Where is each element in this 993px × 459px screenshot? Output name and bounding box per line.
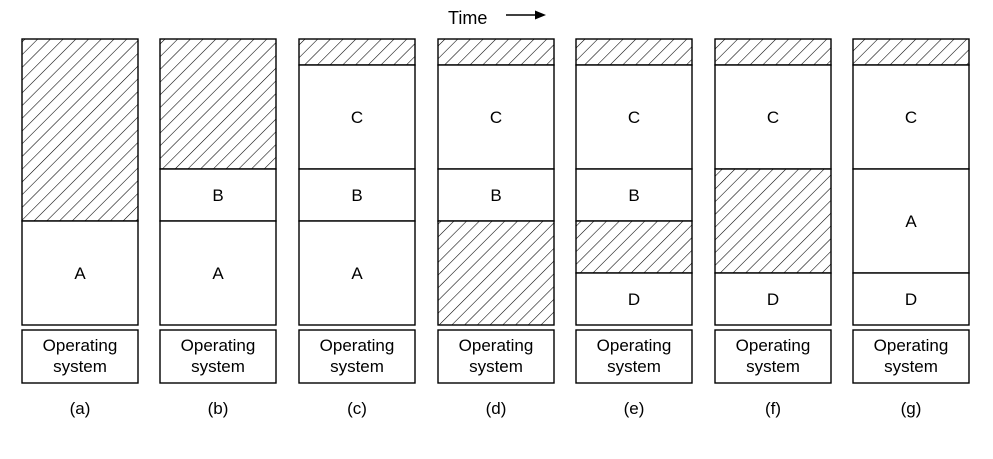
free-memory-hole — [575, 220, 693, 274]
os-label-line: system — [330, 357, 384, 376]
process-segment — [575, 272, 693, 326]
free-memory-hole — [852, 38, 970, 66]
free-memory-hole — [437, 220, 555, 326]
process-label: A — [351, 264, 363, 283]
arrow-right-icon — [506, 10, 546, 20]
process-segment — [437, 64, 555, 170]
column-caption: (d) — [486, 399, 507, 418]
process-segment — [298, 168, 416, 222]
process-label: B — [212, 186, 223, 205]
os-label-line: system — [884, 357, 938, 376]
process-segment — [575, 64, 693, 170]
os-label-line: Operating — [597, 336, 672, 355]
time-header: Time — [448, 8, 546, 28]
process-label: D — [905, 290, 917, 309]
memory-column-a: A Operating system (a) — [21, 38, 139, 418]
process-label: D — [628, 290, 640, 309]
free-memory-hole — [298, 38, 416, 66]
process-label: B — [490, 186, 501, 205]
os-label-line: system — [53, 357, 107, 376]
process-segment — [21, 220, 139, 326]
process-segment — [714, 272, 832, 326]
free-memory-hole — [714, 168, 832, 274]
memory-column-d: C B Operating system (d) — [437, 38, 555, 418]
column-caption: (a) — [70, 399, 91, 418]
process-label: B — [628, 186, 639, 205]
os-label-line: Operating — [320, 336, 395, 355]
time-label: Time — [448, 8, 487, 28]
process-label: A — [212, 264, 224, 283]
process-label: C — [351, 108, 363, 127]
process-label: C — [767, 108, 779, 127]
process-segment — [298, 64, 416, 170]
os-label-line: Operating — [736, 336, 811, 355]
column-caption: (g) — [901, 399, 922, 418]
os-label-line: Operating — [43, 336, 118, 355]
memory-column-g: C A D Operating system (g) — [852, 38, 970, 418]
process-segment — [298, 220, 416, 326]
operating-system-block — [575, 329, 693, 384]
operating-system-block — [21, 329, 139, 384]
process-label: D — [767, 290, 779, 309]
operating-system-block — [298, 329, 416, 384]
process-segment — [437, 168, 555, 222]
process-segment — [159, 220, 277, 326]
operating-system-block — [852, 329, 970, 384]
free-memory-hole — [437, 38, 555, 66]
column-caption: (e) — [624, 399, 645, 418]
process-label: C — [628, 108, 640, 127]
operating-system-block — [159, 329, 277, 384]
os-label-line: Operating — [459, 336, 534, 355]
os-label-line: Operating — [181, 336, 256, 355]
free-memory-hole — [714, 38, 832, 66]
process-label: C — [490, 108, 502, 127]
memory-column-b: B A Operating system (b) — [159, 38, 277, 418]
process-segment — [575, 168, 693, 222]
column-caption: (c) — [347, 399, 367, 418]
os-label-line: system — [746, 357, 800, 376]
memory-column-f: C D Operating system (f) — [714, 38, 832, 418]
column-caption: (b) — [208, 399, 229, 418]
os-label-line: Operating — [874, 336, 949, 355]
os-label-line: system — [191, 357, 245, 376]
process-label: B — [351, 186, 362, 205]
free-memory-hole — [21, 38, 139, 222]
memory-column-c: C B A Operating system (c) — [298, 38, 416, 418]
operating-system-block — [437, 329, 555, 384]
free-memory-hole — [159, 38, 277, 170]
column-caption: (f) — [765, 399, 781, 418]
memory-snapshots: A Operating system (a) B A Operating system (b) C… — [21, 38, 970, 418]
os-label-line: system — [607, 357, 661, 376]
free-memory-hole — [575, 38, 693, 66]
process-label: C — [905, 108, 917, 127]
process-segment — [852, 272, 970, 326]
process-label: A — [74, 264, 86, 283]
operating-system-block — [714, 329, 832, 384]
memory-column-e: C B D Operating system (e) — [575, 38, 693, 418]
process-label: A — [905, 212, 917, 231]
os-label-line: system — [469, 357, 523, 376]
